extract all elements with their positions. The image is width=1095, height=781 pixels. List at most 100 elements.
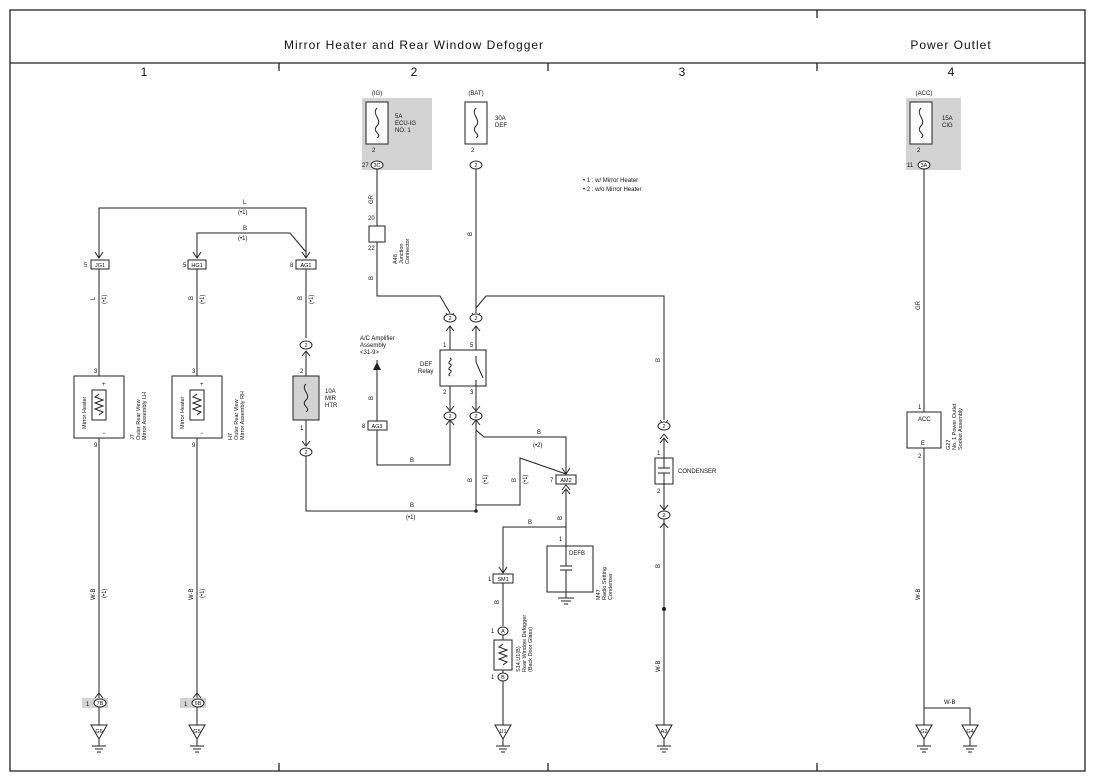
svg-text:G6: G6 xyxy=(95,729,102,735)
ground-g5: G5 xyxy=(188,724,206,753)
column-2-label: 2 xyxy=(411,65,418,79)
svg-text:(•1): (•1) xyxy=(238,236,247,242)
svg-text:M47: M47 xyxy=(596,589,602,600)
svg-text:3: 3 xyxy=(192,369,196,375)
svg-text:B: B xyxy=(501,675,505,681)
svg-text:Rear Window Defogger: Rear Window Defogger xyxy=(522,615,528,672)
svg-text:Junction: Junction xyxy=(399,244,405,265)
svg-text:B: B xyxy=(512,478,518,482)
svg-text:E: E xyxy=(921,441,925,447)
svg-text:3: 3 xyxy=(94,369,98,375)
svg-text:2: 2 xyxy=(304,343,307,349)
svg-text:(•1): (•1) xyxy=(483,475,489,484)
svg-text:2: 2 xyxy=(918,454,922,460)
svg-text:(•1): (•1) xyxy=(523,475,529,484)
svg-text:9: 9 xyxy=(94,443,98,449)
svg-text:H7: H7 xyxy=(228,433,234,440)
ground-g2: G2 xyxy=(915,724,933,753)
svg-text:B: B xyxy=(495,600,501,604)
svg-text:G5: G5 xyxy=(193,729,200,735)
svg-text:B: B xyxy=(410,458,414,464)
wires-column-4: GR 1 2 ACC E G27 No. 1 Power Outlet Sock… xyxy=(906,169,971,725)
svg-text:(•1): (•1) xyxy=(102,589,108,598)
svg-text:B: B xyxy=(410,503,414,509)
svg-text:B: B xyxy=(537,430,541,436)
svg-text:2: 2 xyxy=(657,489,661,495)
svg-text:2: 2 xyxy=(917,148,921,154)
svg-text:AG3: AG3 xyxy=(371,424,382,430)
svg-text:11: 11 xyxy=(907,163,914,169)
svg-text:(•1): (•1) xyxy=(200,295,206,304)
svg-text:8: 8 xyxy=(362,424,366,430)
svg-text:W-B: W-B xyxy=(91,588,97,600)
svg-text:1: 1 xyxy=(488,577,492,583)
svg-text:5: 5 xyxy=(84,263,88,269)
svg-text:W-B: W-B xyxy=(656,660,662,672)
svg-text:2: 2 xyxy=(443,390,447,396)
wires-column-2: GR 20 22 A48 Junction Connector B B 2 2 … xyxy=(360,169,614,725)
svg-text:1: 1 xyxy=(559,537,563,543)
note-1: • 1 : w/ Mirror Heater xyxy=(583,178,638,184)
power-outlet-title: Power Outlet xyxy=(910,38,991,52)
ground-g4: G4 xyxy=(961,724,979,753)
fuse-def: (BAT) 30A DEF 2 2 xyxy=(464,91,507,170)
svg-text:A: A xyxy=(501,629,505,635)
svg-text:(•2): (•2) xyxy=(533,443,542,449)
fuse-ecu-ig: (IG) 5A ECU-IG NO. 1 2 27 3C xyxy=(362,91,432,170)
svg-text:HG1: HG1 xyxy=(191,263,202,269)
ground-g6: G6 xyxy=(90,724,108,753)
svg-text:+: + xyxy=(200,382,204,388)
svg-text:2: 2 xyxy=(304,450,307,456)
svg-text:No. 1 Power Outlet: No. 1 Power Outlet xyxy=(952,403,958,450)
svg-text:A/C Amplifier: A/C Amplifier xyxy=(360,336,395,342)
frame xyxy=(9,9,1086,772)
svg-text:B: B xyxy=(468,232,474,236)
svg-text:B: B xyxy=(656,564,662,568)
svg-text:2: 2 xyxy=(474,414,477,420)
column-4-label: 4 xyxy=(948,65,955,79)
svg-text:30A: 30A xyxy=(495,116,506,122)
svg-text:9: 9 xyxy=(192,443,196,449)
fuse-ecu-ig-no: NO. 1 xyxy=(395,128,411,134)
svg-text:Outer Rear View: Outer Rear View xyxy=(136,399,142,440)
svg-text:2: 2 xyxy=(300,369,304,375)
svg-text:MIR: MIR xyxy=(325,396,337,402)
svg-text:−: − xyxy=(102,431,106,437)
svg-text:HTR: HTR xyxy=(325,403,338,409)
svg-text:1: 1 xyxy=(443,343,447,349)
svg-text:J7: J7 xyxy=(130,434,136,440)
svg-text:5: 5 xyxy=(470,343,474,349)
fuse-cig: (ACC) 15A CIG 2 11 3A xyxy=(906,91,961,170)
svg-text:1: 1 xyxy=(300,426,304,432)
svg-text:<31-9>: <31-9> xyxy=(360,350,380,356)
svg-text:2: 2 xyxy=(448,316,451,322)
svg-text:(Back Door Glass): (Back Door Glass) xyxy=(528,627,534,672)
svg-text:−: − xyxy=(200,431,204,437)
svg-text:(•1): (•1) xyxy=(200,589,206,598)
svg-text:B: B xyxy=(528,520,532,526)
power-outlet-socket xyxy=(906,411,942,449)
svg-text:B: B xyxy=(656,358,662,362)
svg-text:3C: 3C xyxy=(373,163,380,169)
svg-text:Mirror Assembly LH: Mirror Assembly LH xyxy=(142,392,148,440)
svg-text:2: 2 xyxy=(471,148,475,154)
svg-text:GR: GR xyxy=(916,300,922,310)
svg-text:Relay: Relay xyxy=(418,369,433,375)
svg-text:2: 2 xyxy=(448,414,451,420)
svg-text:Mirror Heater: Mirror Heater xyxy=(82,396,88,429)
svg-text:W-B: W-B xyxy=(916,588,922,600)
svg-text:DEFB: DEFB xyxy=(569,551,585,557)
svg-text:SM1: SM1 xyxy=(497,577,508,583)
svg-text:B: B xyxy=(298,296,304,300)
svg-text:B: B xyxy=(468,478,474,482)
svg-text:Mirror Heater: Mirror Heater xyxy=(180,396,186,429)
svg-text:1: 1 xyxy=(918,405,922,411)
svg-text:JG1: JG1 xyxy=(95,263,105,269)
svg-text:B: B xyxy=(369,396,375,400)
svg-text:S14,U1(B): S14,U1(B) xyxy=(516,646,522,672)
fuse-ecu-ig-supply: (IG) xyxy=(372,91,382,97)
svg-text:G2: G2 xyxy=(920,729,927,735)
svg-text:(•1): (•1) xyxy=(238,210,247,216)
svg-text:2: 2 xyxy=(662,424,665,430)
svg-text:2: 2 xyxy=(662,513,665,519)
